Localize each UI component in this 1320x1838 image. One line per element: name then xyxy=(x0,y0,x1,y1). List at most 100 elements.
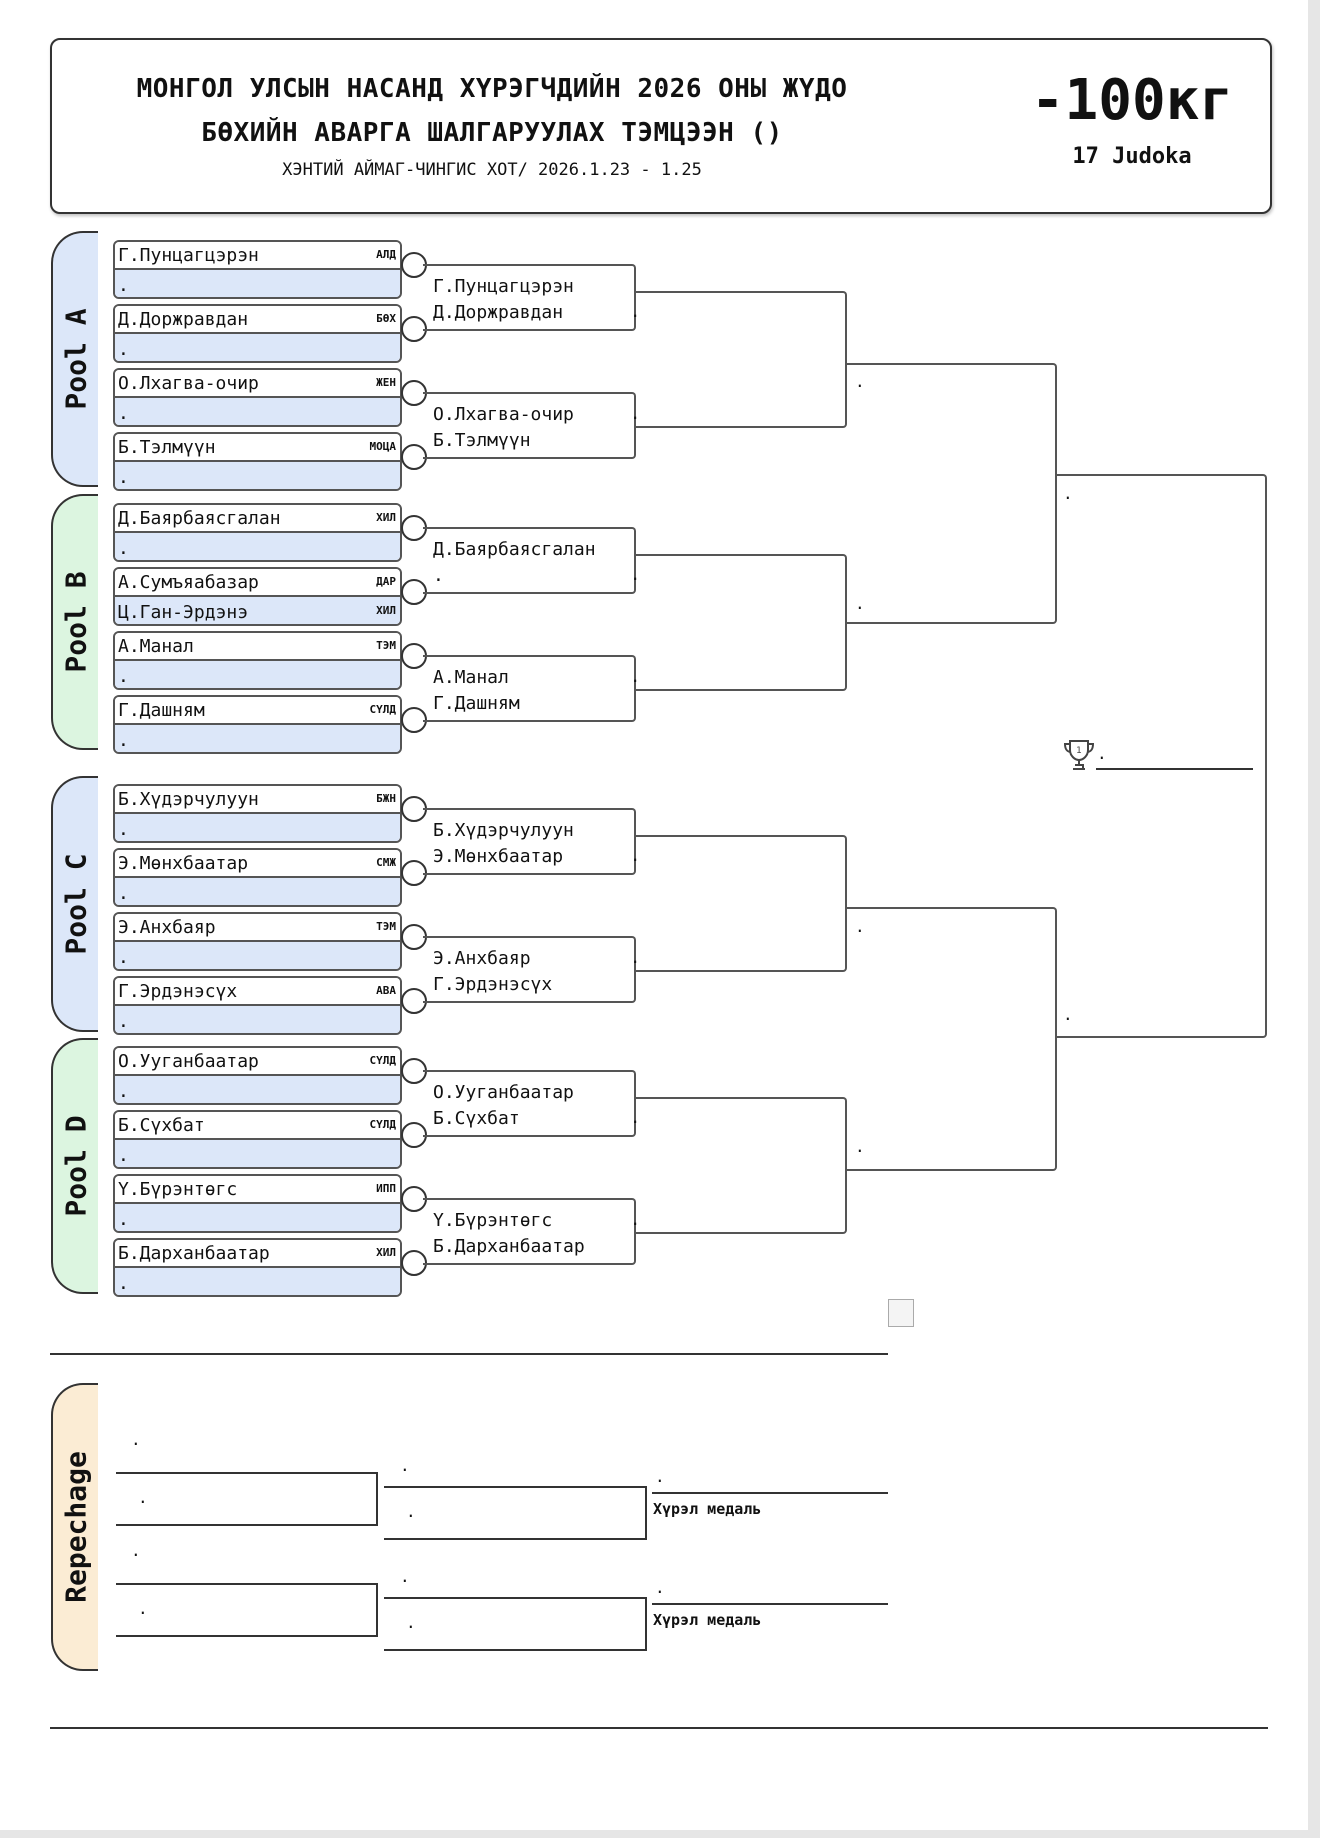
score-circle[interactable] xyxy=(401,579,427,605)
round2-bottom-name: Г.Дашням xyxy=(433,693,520,714)
round2-match[interactable]: А.Манал Г.Дашням . xyxy=(423,655,640,722)
score-circle[interactable] xyxy=(401,1058,427,1084)
repechage-winner: . xyxy=(400,1456,410,1475)
score-circle[interactable] xyxy=(401,1186,427,1212)
round2-top-name: Г.Пунцагцэрэн xyxy=(433,276,574,297)
repechage-match[interactable]: . xyxy=(116,1472,378,1526)
round2-match[interactable]: Д.Баярбаясгалан . . xyxy=(423,527,640,594)
club-code: ТЭМ xyxy=(376,920,396,933)
pool-a-text: Pool A xyxy=(59,308,92,410)
round2-winner: . xyxy=(630,1210,640,1229)
judoka-count: 17 Judoka xyxy=(1072,144,1192,169)
repechage-bronze-match[interactable]: . xyxy=(384,1486,647,1540)
club-code: АЛД xyxy=(376,248,396,261)
round3-winner: . xyxy=(855,917,865,936)
round2-match[interactable]: Ү.Бүрэнтөгс Б.Дарханбаатар . xyxy=(423,1198,640,1265)
athlete-name: Г.Пунцагцэрэн xyxy=(118,245,259,266)
pool-c-text: Pool C xyxy=(59,853,92,955)
second-entry: Ц.Ган-Эрдэнэ xyxy=(118,602,249,623)
score-circle[interactable] xyxy=(401,380,427,406)
score-circle[interactable] xyxy=(401,316,427,342)
second-entry: . xyxy=(118,1209,129,1230)
club-code: БӨХ xyxy=(376,312,396,325)
round3-bracket[interactable] xyxy=(636,835,847,972)
round2-match[interactable]: О.Лхагва-очир Б.Тэлмүүн . xyxy=(423,392,640,459)
second-entry: . xyxy=(118,403,129,424)
tournament-header: МОНГОЛ УЛСЫН НАСАНД ХҮРЭГЧДИЙН 2026 ОНЫ … xyxy=(50,38,1272,214)
round2-winner: . xyxy=(630,667,640,686)
round3-bracket[interactable] xyxy=(636,291,847,428)
athlete-name: О.Лхагва-очир xyxy=(118,373,259,394)
semifinal-bracket[interactable] xyxy=(847,907,1057,1171)
round2-match[interactable]: Э.Анхбаяр Г.Эрдэнэсүх . xyxy=(423,936,640,1003)
athlete-name: Д.Доржравдан xyxy=(118,309,249,330)
trophy-icon: 1 xyxy=(1063,740,1095,770)
second-entry: . xyxy=(118,947,129,968)
score-circle[interactable] xyxy=(401,515,427,541)
club-code: ДАР xyxy=(376,575,396,588)
second-entry: . xyxy=(118,1011,129,1032)
club-code: АВА xyxy=(376,984,396,997)
bronze-medal-label: Хүрэл медаль xyxy=(653,1611,762,1629)
round2-top-name: Ү.Бүрэнтөгс xyxy=(433,1210,553,1231)
second-entry: . xyxy=(118,730,129,751)
round2-match[interactable]: Б.Хүдэрчулуун Э.Мөнхбаатар . xyxy=(423,808,640,875)
second-entry: . xyxy=(118,1145,129,1166)
round2-winner: . xyxy=(630,302,640,321)
page-edge xyxy=(1308,0,1320,1838)
club-code: ХИЛ xyxy=(376,604,396,617)
second-entry: . xyxy=(118,666,129,687)
round3-bracket[interactable] xyxy=(636,1097,847,1234)
repechage-winner: . xyxy=(400,1567,410,1586)
pool-a-label: Pool A xyxy=(51,231,98,487)
round3-winner: . xyxy=(855,594,865,613)
second-entry: . xyxy=(118,467,129,488)
club-code: ХИЛ xyxy=(376,511,396,524)
club-code: ТЭМ xyxy=(376,639,396,652)
entry-slot[interactable]: Г.Пунцагцэрэн АЛД . xyxy=(113,240,402,299)
round2-match[interactable]: Г.Пунцагцэрэн Д.Доржравдан . xyxy=(423,264,640,331)
score-circle[interactable] xyxy=(401,924,427,950)
repechage-opponent: . xyxy=(406,1502,416,1521)
second-entry: . xyxy=(118,275,129,296)
athlete-name: Б.Тэлмүүн xyxy=(118,437,216,458)
repechage-text: Repechage xyxy=(59,1451,92,1603)
final-bracket[interactable] xyxy=(1057,474,1267,1038)
athlete-name: Б.Хүдэрчулуун xyxy=(118,789,259,810)
athlete-name: Б.Дарханбаатар xyxy=(118,1243,270,1264)
bronze-winner: . xyxy=(655,1467,665,1486)
second-entry: . xyxy=(118,819,129,840)
repechage-entrant: . xyxy=(138,1488,148,1507)
round2-match[interactable]: О.Ууганбаатар Б.Сүхбат . xyxy=(423,1070,640,1137)
entry-slot[interactable]: Г.Дашням СҮЛД . xyxy=(113,695,402,754)
pool-b-text: Pool B xyxy=(59,571,92,673)
round3-winner: . xyxy=(855,1137,865,1156)
round3-bracket[interactable] xyxy=(636,554,847,691)
pool-c-label: Pool C xyxy=(51,776,98,1032)
athlete-name: Г.Дашням xyxy=(118,700,205,721)
divider-line xyxy=(50,1727,1268,1729)
repechage-entrant: . xyxy=(131,1541,141,1560)
club-code: СҮЛД xyxy=(369,703,397,716)
repechage-bronze-match[interactable]: . xyxy=(384,1597,647,1651)
score-circle[interactable] xyxy=(401,860,427,886)
score-circle[interactable] xyxy=(401,1122,427,1148)
second-entry: . xyxy=(118,1081,129,1102)
tournament-title-line2: БӨХИЙН АВАРГА ШАЛГАРУУЛАХ ТЭМЦЭЭН () xyxy=(201,118,783,148)
semifinal-bracket[interactable] xyxy=(847,363,1057,624)
repechage-match[interactable]: . xyxy=(116,1583,378,1637)
